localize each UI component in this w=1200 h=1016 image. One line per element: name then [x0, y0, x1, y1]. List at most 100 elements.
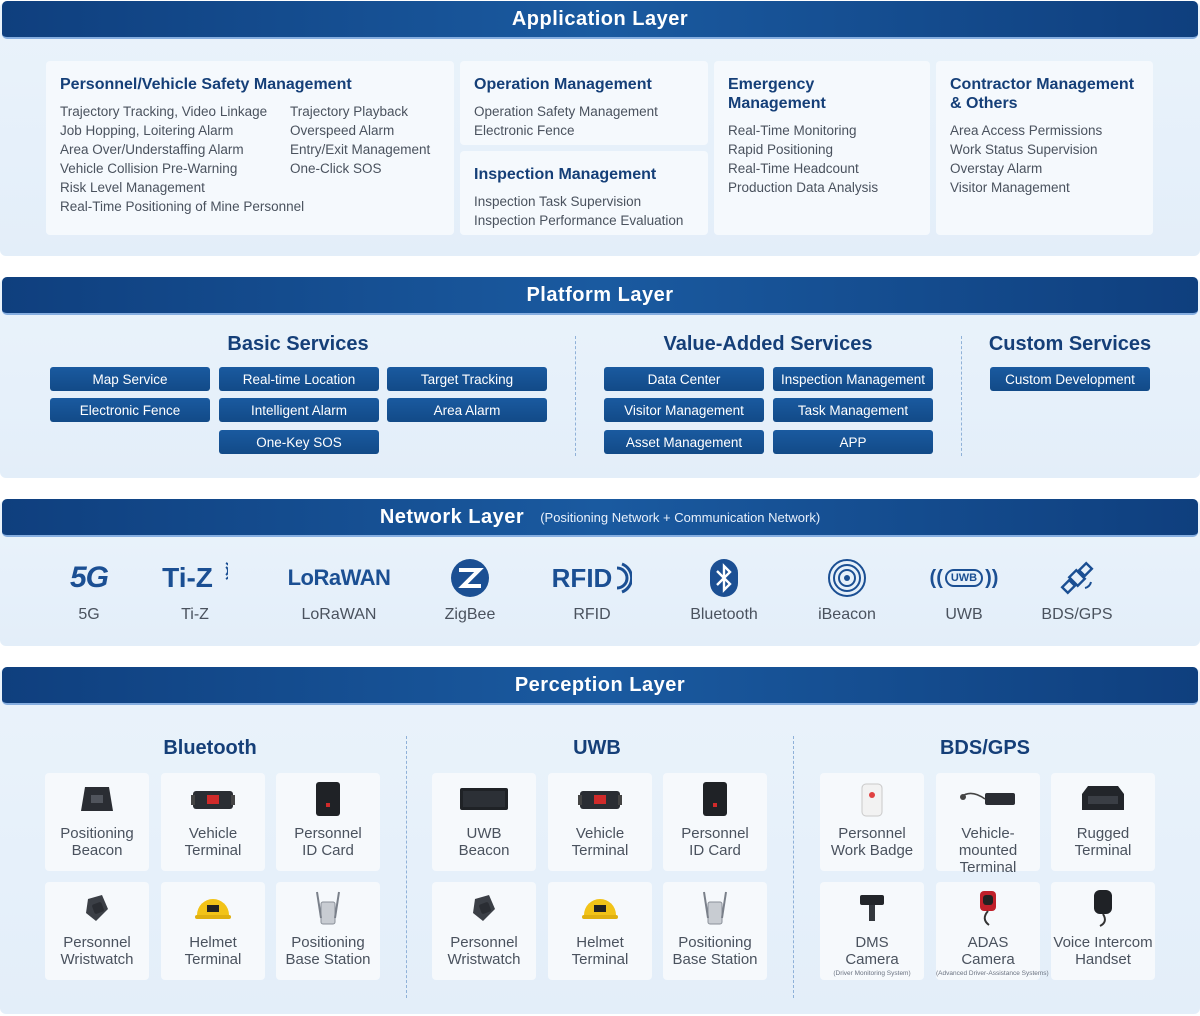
beacon-icon — [45, 773, 149, 825]
network-label: iBeacon — [818, 606, 876, 623]
helmet-icon — [548, 882, 652, 934]
platform-divider — [575, 336, 576, 456]
device-label-line1: Personnel — [681, 825, 749, 842]
contractor-item: Overstay Alarm — [950, 161, 1043, 176]
device-label-line1: Personnel — [838, 825, 906, 842]
vehicle-terminal-icon — [548, 773, 652, 825]
emergency-management-card: Emergency Management Real-Time Monitorin… — [714, 61, 930, 235]
basic-service-pill: Intelligent Alarm — [219, 398, 379, 422]
platform-layer-header: Platform Layer — [2, 277, 1198, 315]
base-station-icon — [276, 882, 380, 934]
device-label-line2: ID Card — [302, 842, 354, 859]
uwb-logo-icon: (( UWB )) — [929, 566, 999, 589]
value-service-pill: Task Management — [773, 398, 933, 422]
device-label-line2: Wristwatch — [447, 951, 521, 968]
device-label-line1: ADAS — [967, 934, 1009, 951]
intercom-handset-icon — [1051, 882, 1155, 934]
platform-divider — [961, 336, 962, 456]
network-label: RFID — [573, 606, 611, 623]
emergency-item: Real-Time Monitoring — [728, 123, 857, 138]
application-layer-title: Application Layer — [511, 7, 689, 30]
basic-service-pill: Electronic Fence — [50, 398, 210, 422]
network-item-lorawan: LoRaWAN LoRaWAN — [284, 556, 394, 624]
device-label-line2: Wristwatch — [60, 951, 134, 968]
basic-service-pill: Real-time Location — [219, 367, 379, 391]
basic-service-pill: Target Tracking — [387, 367, 547, 391]
contractor-management-title: Contractor Management & Others — [950, 75, 1139, 113]
safety-management-card: Personnel/Vehicle Safety Management Traj… — [46, 61, 454, 235]
safety-management-title: Personnel/Vehicle Safety Management — [60, 76, 352, 93]
device-label-line1: Voice Intercom — [1053, 934, 1153, 951]
bluetooth-logo-icon — [669, 556, 779, 600]
safety-item: Real-Time Positioning of Mine Personnel — [60, 199, 305, 214]
emergency-item: Production Data Analysis — [728, 180, 879, 195]
network-item-bluetooth: Bluetooth — [669, 556, 779, 624]
inspection-item: Inspection Task Supervision — [474, 194, 642, 209]
perception-group-title: UWB — [573, 737, 621, 759]
basic-services-title: Basic Services — [227, 333, 369, 355]
emergency-item: Real-Time Headcount — [728, 161, 859, 176]
device-label-line2: Terminal — [571, 842, 629, 859]
helmet-icon — [161, 882, 265, 934]
device-label-line1: Rugged — [1076, 825, 1130, 842]
operation-item: Operation Safety Management — [474, 104, 658, 119]
network-item-uwb: (( UWB )) UWB — [909, 556, 1019, 624]
basic-service-pill: One-Key SOS — [219, 430, 379, 454]
safety-item: Area Over/Understaffing Alarm — [60, 142, 244, 157]
device-label-line2: Work Badge — [830, 842, 914, 859]
vehicle-terminal-icon — [161, 773, 265, 825]
custom-service-pill: Custom Development — [990, 367, 1150, 391]
value-service-pill: APP — [773, 430, 933, 454]
device-label-line1: Personnel — [63, 934, 131, 951]
ti-z-logo-icon: Ti-Z — [140, 556, 250, 600]
device-label-line2: Camera — [845, 951, 899, 968]
value-service-pill: Data Center — [604, 367, 764, 391]
network-layer-title: Network Layer — [379, 505, 525, 528]
contractor-management-card: Contractor Management & Others Area Acce… — [936, 61, 1153, 235]
safety-item: Trajectory Playback — [290, 104, 409, 119]
network-label: Ti-Z — [181, 606, 209, 623]
device-label-line2: Beacon — [458, 842, 510, 859]
network-label: LoRaWAN — [301, 606, 377, 623]
inspection-management-title: Inspection Management — [474, 166, 657, 183]
device-label-line2: Terminal — [184, 951, 242, 968]
adas-camera-icon — [936, 882, 1040, 934]
device-label-line1: Personnel — [450, 934, 518, 951]
device-label-line1: UWB — [466, 825, 502, 842]
value-service-pill: Visitor Management — [604, 398, 764, 422]
base-station-icon — [663, 882, 767, 934]
inspection-management-card: Inspection Management Inspection Task Su… — [460, 151, 708, 235]
id-card-icon — [276, 773, 380, 825]
device-label-line1: Vehicle — [575, 825, 625, 842]
platform-layer-title: Platform Layer — [526, 283, 674, 306]
5g-logo-icon: 5G — [69, 561, 109, 594]
perception-layer-title: Perception Layer — [514, 673, 686, 696]
application-layer-header: Application Layer — [2, 1, 1198, 39]
network-item-ibeacon: iBeacon — [792, 556, 902, 624]
device-label-line1: Helmet — [576, 934, 624, 951]
contractor-item: Area Access Permissions — [950, 123, 1103, 138]
basic-service-pill: Map Service — [50, 367, 210, 391]
device-label-line2: Terminal — [571, 951, 629, 968]
safety-item: Vehicle Collision Pre-Warning — [60, 161, 238, 176]
safety-item: Job Hopping, Loitering Alarm — [60, 123, 234, 138]
contractor-title-line1: Contractor Management — [950, 76, 1135, 93]
value-added-services-title: Value-Added Services — [663, 333, 873, 355]
device-label-line1: Helmet — [189, 934, 237, 951]
device-label-line2: Base Station — [285, 951, 371, 968]
network-layer-subtitle: (Positioning Network + Communication Net… — [540, 509, 821, 525]
contractor-item: Visitor Management — [950, 180, 1070, 195]
inspection-item: Inspection Performance Evaluation — [474, 213, 684, 228]
device-label-line1: Positioning — [60, 825, 134, 842]
device-label-line1: Vehicle-mounted — [958, 825, 1018, 859]
